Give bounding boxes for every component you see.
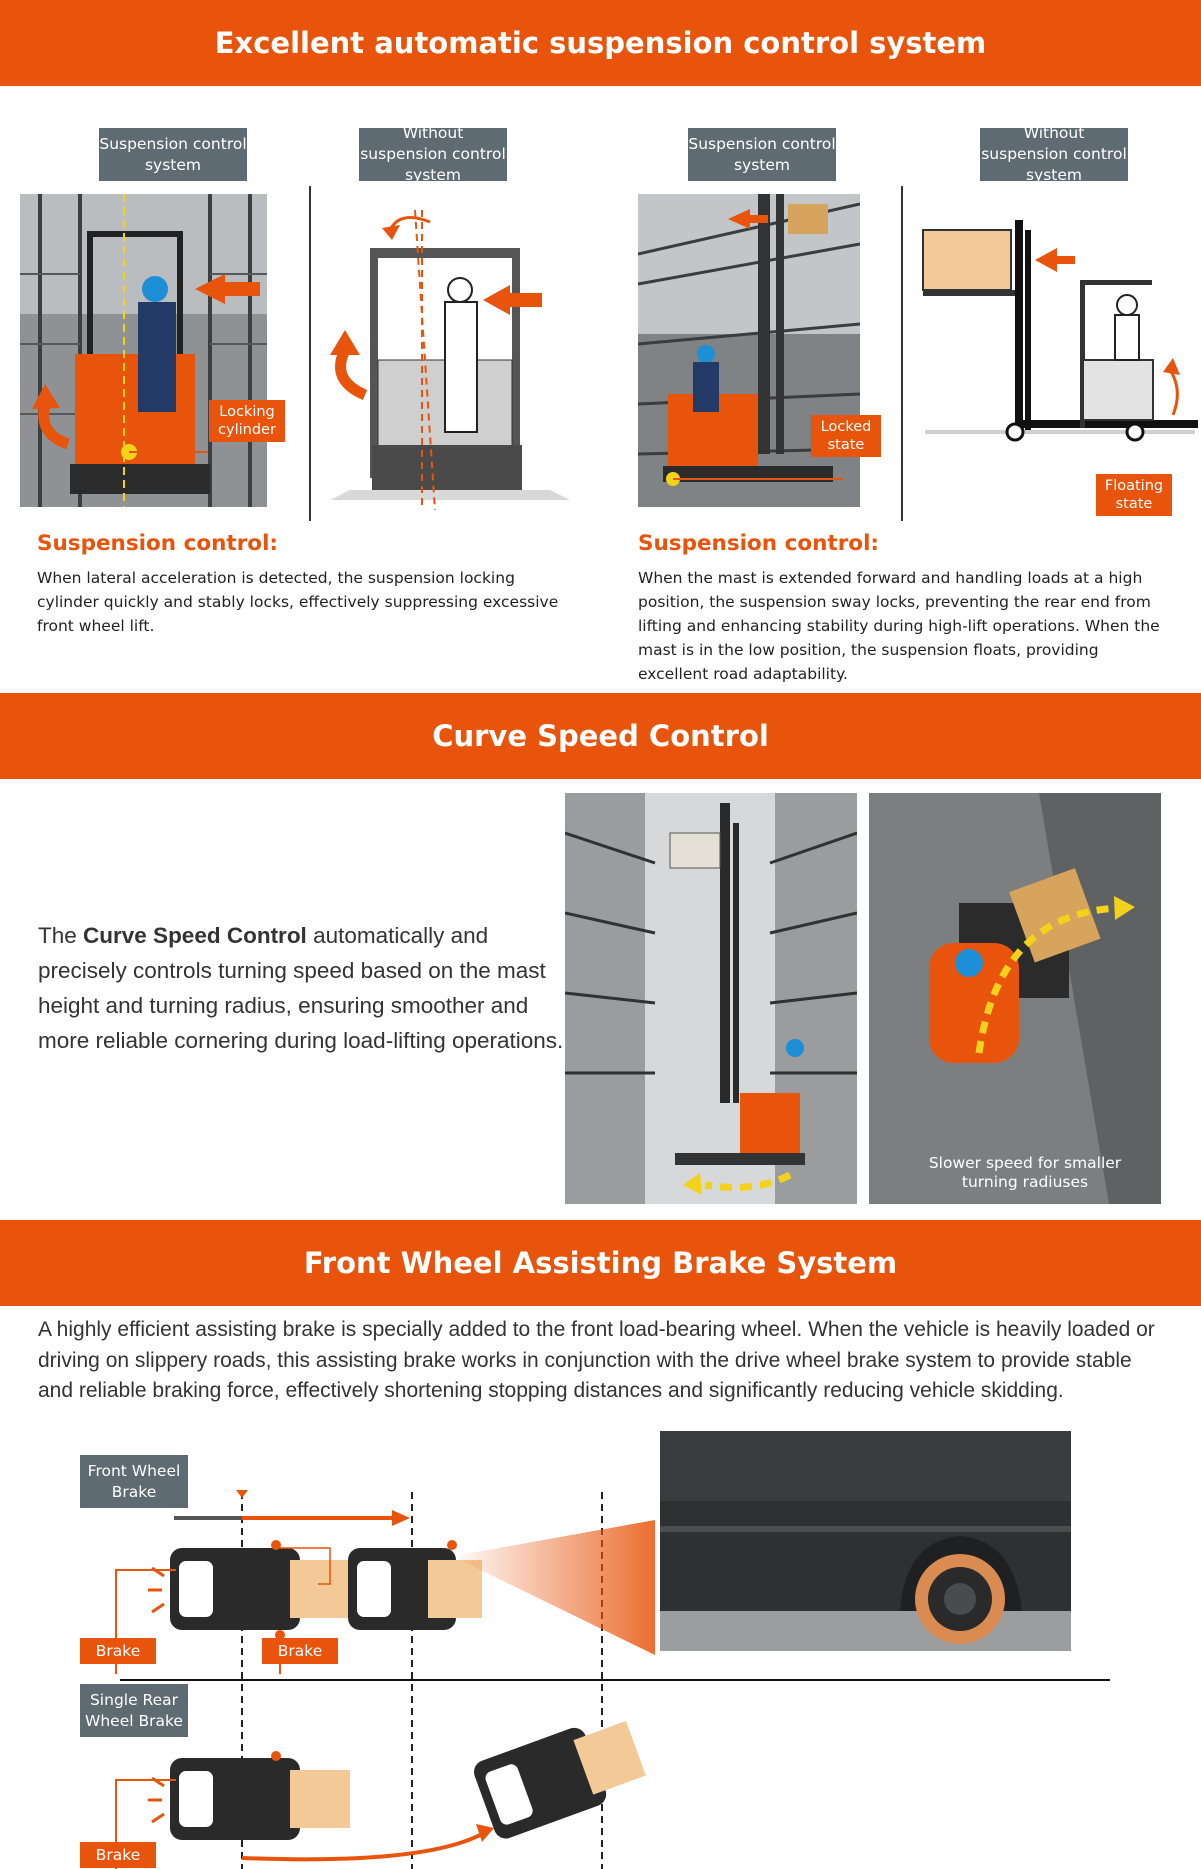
section3-title: Front Wheel Assisting Brake System bbox=[303, 1246, 898, 1280]
without-suspension-illustration-right bbox=[915, 200, 1200, 480]
curve-text-suffix: automatically and precisely controls tur… bbox=[38, 923, 564, 1053]
right-heading: Suspension control: bbox=[638, 531, 880, 556]
curve-speed-description: The Curve Speed Control automatically an… bbox=[38, 918, 568, 1058]
brake-comparison-diagram bbox=[60, 1480, 1110, 1869]
callout-locked-state: Locked state bbox=[811, 415, 881, 457]
tag-with-suspension-left: Suspension control system bbox=[99, 128, 247, 181]
brake-tag-rear-top: Brake bbox=[80, 1638, 156, 1664]
without-suspension-illustration-left bbox=[320, 200, 580, 511]
section2-banner: Curve Speed Control bbox=[0, 693, 1201, 779]
divider-left bbox=[309, 186, 311, 521]
forklift-suspension-photo bbox=[20, 194, 267, 507]
tag-without-suspension-left: Without suspension control system bbox=[359, 124, 507, 184]
curve-text-bold: Curve Speed Control bbox=[83, 923, 307, 948]
curve-text-prefix: The bbox=[38, 923, 84, 948]
section2-title: Curve Speed Control bbox=[432, 719, 769, 753]
brake-tag-front-top: Brake bbox=[262, 1638, 338, 1664]
right-description: When the mast is extended forward and ha… bbox=[638, 569, 1160, 683]
front-wheel-brake-photo bbox=[660, 1431, 1071, 1651]
callout-locking-cylinder: Locking cylinder bbox=[209, 400, 285, 442]
section1-banner: Excellent automatic suspension control s… bbox=[0, 0, 1201, 86]
caption-slower-speed: Slower speed for smaller turning radiuse… bbox=[928, 1154, 1122, 1191]
left-heading: Suspension control: bbox=[37, 531, 279, 556]
forklift-turning-photo bbox=[869, 793, 1161, 1204]
section1-title: Excellent automatic suspension control s… bbox=[214, 26, 987, 60]
tag-without-suspension-right: Without suspension control system bbox=[980, 124, 1128, 184]
left-description: When lateral acceleration is detected, t… bbox=[37, 569, 559, 635]
forklift-aisle-photo bbox=[565, 793, 857, 1204]
forklift-high-mast-photo bbox=[638, 194, 860, 507]
brake-description: A highly efficient assisting brake is sp… bbox=[38, 1318, 1155, 1402]
brake-tag-rear-bottom: Brake bbox=[80, 1842, 156, 1868]
tag-single-rear-wheel-brake: Single Rear Wheel Brake bbox=[80, 1684, 188, 1737]
callout-floating-state: Floating state bbox=[1096, 474, 1172, 516]
tag-with-suspension-right: Suspension control system bbox=[688, 128, 836, 181]
divider-right bbox=[901, 186, 903, 521]
section3-banner: Front Wheel Assisting Brake System bbox=[0, 1220, 1201, 1306]
tag-front-wheel-brake: Front Wheel Brake bbox=[80, 1455, 188, 1508]
